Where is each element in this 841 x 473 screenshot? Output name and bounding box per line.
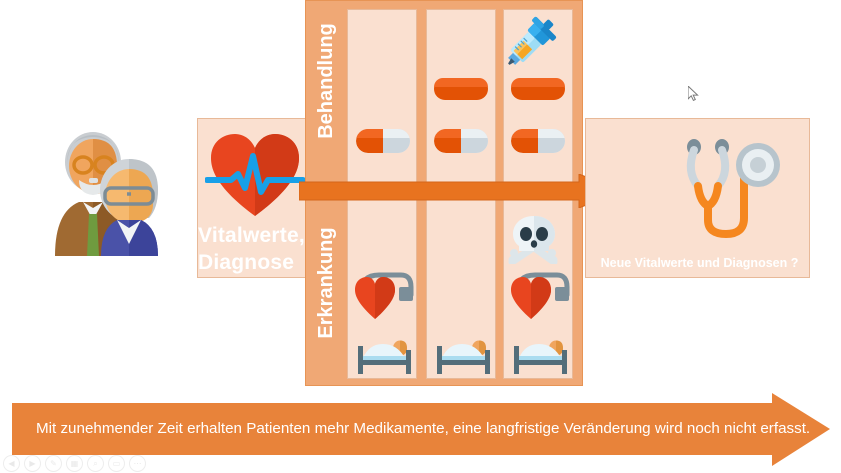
- presenter-view-button[interactable]: ▭: [108, 455, 125, 472]
- next-slide-button[interactable]: ▶: [24, 455, 41, 472]
- capsule-icon: [356, 129, 410, 153]
- more-options-button[interactable]: ⋯: [129, 455, 146, 472]
- blood-pressure-heart-icon: [355, 272, 414, 319]
- left-panel-label: Vitalwerte, Diagnose: [198, 222, 328, 276]
- tablet-icon: [511, 78, 565, 100]
- mouse-cursor: [688, 86, 699, 101]
- summary-banner-text: Mit zunehmender Zeit erhalten Patienten …: [36, 419, 811, 437]
- hospital-bed-icon: [437, 340, 490, 374]
- presentation-toolbar[interactable]: ◀ ▶ ✎ ▦ ⌕ ▭ ⋯: [3, 455, 146, 472]
- tablet-icon: [434, 78, 488, 100]
- summary-banner-arrow: [12, 393, 830, 466]
- right-panel-label: Neue Vitalwerte und Diagnosen ?: [600, 256, 799, 270]
- syringe-icon: [508, 16, 557, 65]
- treatment-row-label: Behandlung: [315, 23, 337, 139]
- hospital-bed-icon: [514, 340, 567, 374]
- hospital-bed-icon: [358, 340, 411, 374]
- left-panel-label-line1: Vitalwerte,: [198, 224, 305, 247]
- left-panel-label-line2: Diagnose: [198, 251, 295, 274]
- slide-thumbnails-button[interactable]: ▦: [66, 455, 83, 472]
- zoom-button[interactable]: ⌕: [87, 455, 104, 472]
- pen-tool-button[interactable]: ✎: [45, 455, 62, 472]
- blood-pressure-heart-icon: [511, 272, 570, 319]
- heart-with-ekg-icon: [205, 134, 305, 216]
- elderly-couple-icon: [55, 132, 158, 256]
- disease-row-label: Erkrankung: [315, 227, 337, 339]
- skull-and-crossbones-icon: [508, 216, 558, 264]
- capsule-icon: [511, 129, 565, 153]
- previous-slide-button[interactable]: ◀: [3, 455, 20, 472]
- capsule-icon: [434, 129, 488, 153]
- stethoscope-icon: [686, 139, 780, 239]
- progression-arrow: [299, 174, 621, 208]
